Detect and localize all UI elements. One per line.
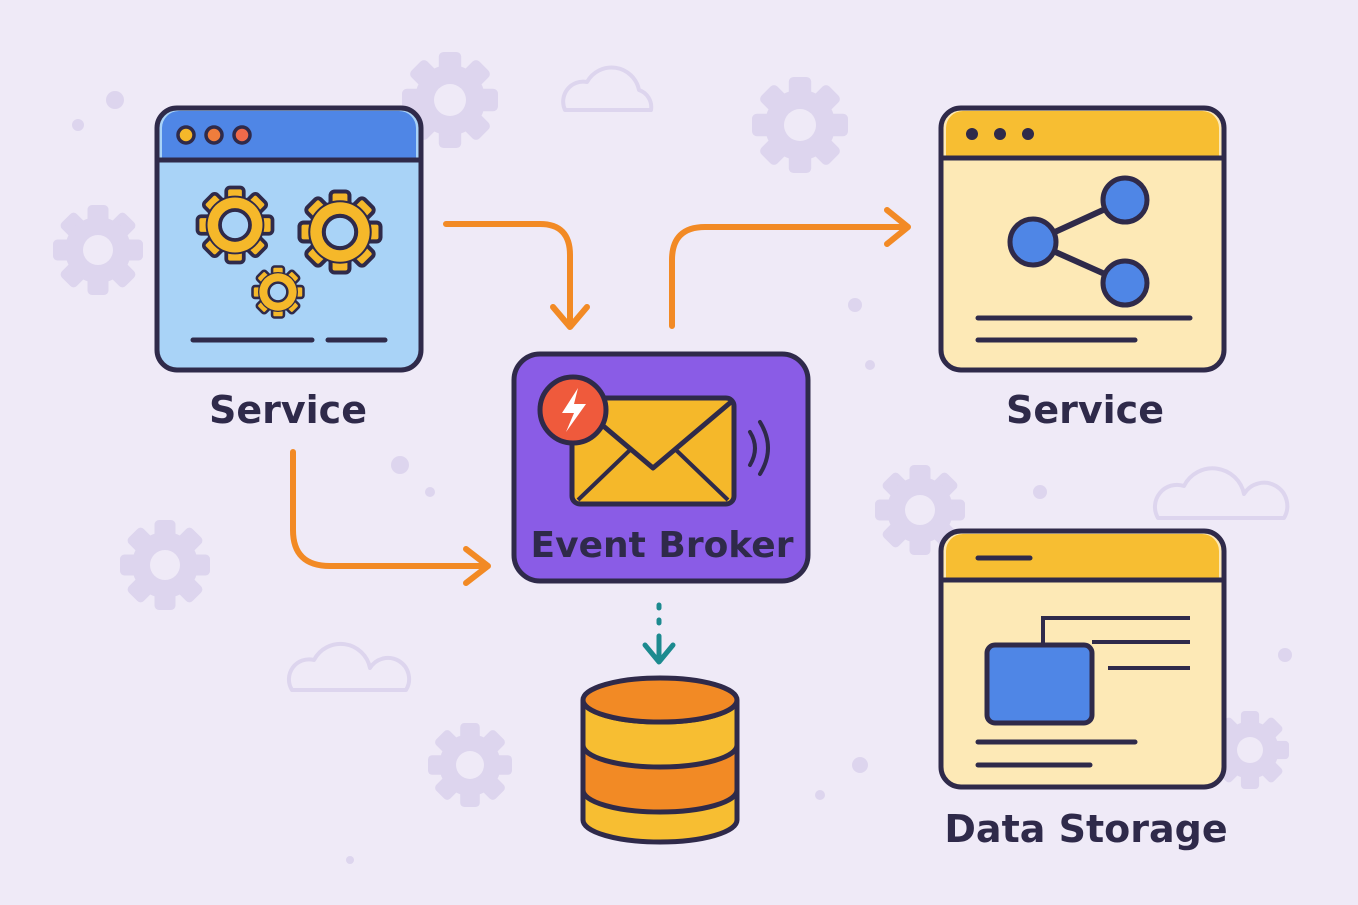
arrowhead: [463, 546, 491, 586]
decor-gear-icon: [752, 77, 848, 173]
event-broker-label: Event Broker: [531, 525, 794, 566]
flow-arrows: [290, 207, 911, 586]
envelope-icon: [569, 395, 737, 507]
dotted-arrow: [642, 602, 676, 665]
cloud-icon: [1152, 466, 1290, 520]
decor-gear-icon: [402, 52, 498, 148]
service-right-label: Service: [1006, 388, 1164, 432]
share-icon: [1007, 175, 1150, 308]
window-dot: [204, 125, 224, 145]
lightning-icon: [537, 374, 609, 446]
window-dot: [176, 125, 196, 145]
decor-clouds: [286, 65, 1290, 692]
signal-waves-icon: [748, 420, 770, 476]
service-right-window: [938, 105, 1227, 373]
arrow-broker-to-service: [669, 224, 908, 329]
arrowhead: [884, 207, 911, 247]
decor-gear-icon: [875, 465, 965, 555]
database-icon: [580, 675, 740, 845]
window-dot: [232, 125, 252, 145]
data-storage-label: Data Storage: [944, 807, 1227, 851]
event-broker-box: Event Broker: [511, 351, 811, 584]
decor-gear-icon: [120, 520, 210, 610]
data-storage-window: [938, 528, 1227, 790]
arrowhead: [550, 304, 590, 330]
service-left-label: Service: [209, 388, 367, 432]
decor-gear-icon: [428, 723, 512, 807]
gears-icon: [195, 185, 381, 319]
decor-gear-icon: [53, 205, 143, 295]
cloud-icon: [286, 641, 412, 692]
background-decorations: [53, 52, 1292, 864]
arrow-service-down-to-broker: [290, 449, 489, 569]
cloud-icon: [561, 65, 654, 112]
arrow-service-to-broker: [443, 221, 573, 328]
service-left-window: [154, 105, 424, 373]
decor-gear-icon: [1211, 711, 1289, 789]
hierarchy-icon: [984, 616, 1190, 726]
